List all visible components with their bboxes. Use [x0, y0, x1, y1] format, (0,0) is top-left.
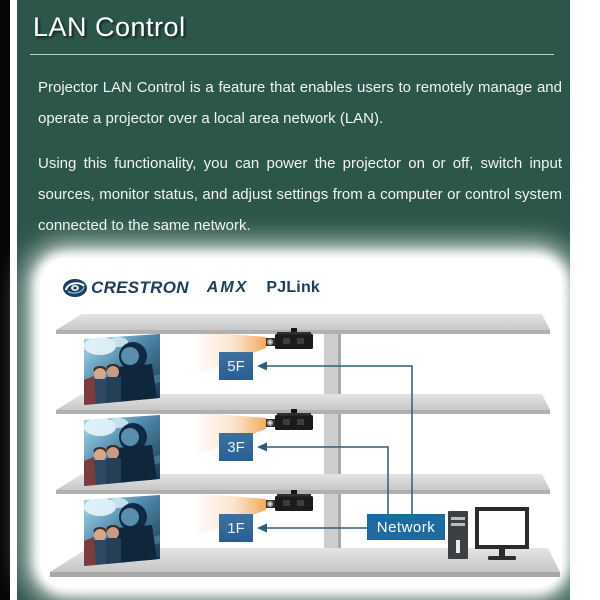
- arrowhead-1f: [257, 523, 267, 533]
- building-network-diagram: 5F 3F 1F Network: [50, 314, 560, 577]
- crestron-wordmark: CRESTRON: [91, 278, 189, 297]
- building-column: [324, 316, 341, 572]
- network-lines: [266, 365, 413, 529]
- page-title: LAN Control: [33, 12, 186, 42]
- ground-slab: [50, 548, 560, 577]
- network-line-5f: [266, 365, 413, 514]
- diagram-panel: CRESTRON AMX PJLink: [40, 258, 562, 588]
- floor-slab-roof-5f: [56, 314, 550, 334]
- amx-logo: AMX: [206, 279, 249, 296]
- floor-label-1f: 1F: [219, 514, 253, 542]
- building-column-shade: [338, 316, 341, 572]
- floor-slab-3f-1f: [56, 474, 550, 494]
- title-underline: [30, 54, 554, 55]
- intro-paragraph-1: Projector LAN Control is a feature that …: [38, 79, 562, 127]
- brand-logos-row: CRESTRON AMX PJLink: [62, 276, 320, 300]
- floor-label-3f: 3F: [219, 433, 253, 461]
- projection-screen-5f: [84, 334, 160, 405]
- intro-paragraph-2: Using this functionality, you can power …: [38, 155, 562, 234]
- projection-screen-1f: [84, 495, 160, 566]
- page-edge-strip: [0, 0, 10, 600]
- floor-label-1f-text: 1F: [227, 520, 245, 537]
- floor-slab-5f-3f: [56, 394, 550, 414]
- network-line-arrowheads: [257, 361, 267, 533]
- network-line-3f: [266, 446, 389, 514]
- network-label-box: Network: [367, 514, 445, 540]
- pc-tower-icon: [448, 511, 468, 559]
- crestron-swirl-icon: [63, 279, 87, 297]
- crestron-logo: CRESTRON: [62, 278, 189, 298]
- pjlink-logo: PJLink: [266, 279, 321, 296]
- monitor-icon: [475, 507, 529, 560]
- floor-label-3f-text: 3F: [227, 439, 245, 456]
- floor-label-5f: 5F: [219, 352, 253, 380]
- arrowhead-3f: [257, 442, 267, 452]
- network-label-text: Network: [377, 519, 436, 536]
- floor-label-5f-text: 5F: [227, 358, 245, 375]
- projection-screen-3f: [84, 415, 160, 486]
- arrowhead-5f: [257, 361, 267, 371]
